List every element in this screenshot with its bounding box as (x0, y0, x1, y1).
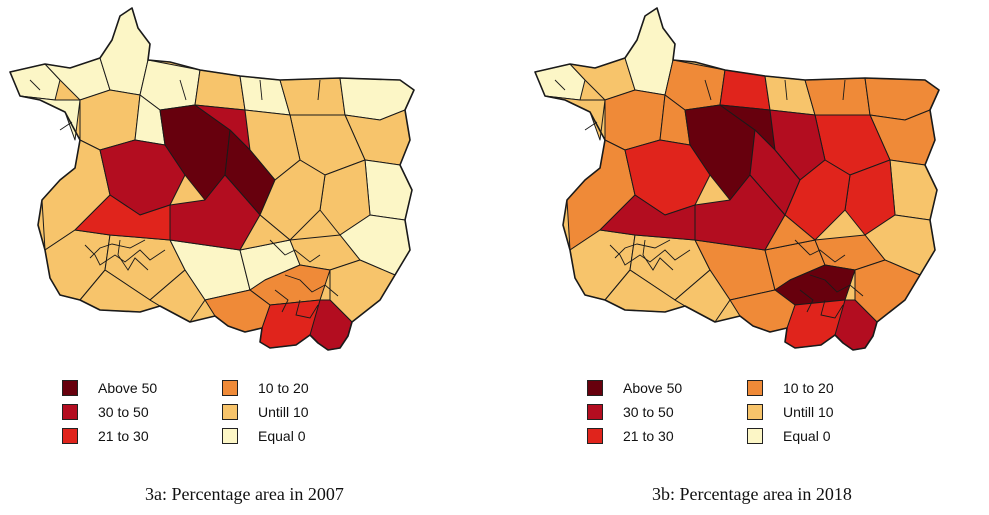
legend-item: 30 to 50 (587, 402, 674, 422)
legend-swatch (747, 404, 763, 420)
legend-swatch (222, 404, 238, 420)
map-caption-2007: 3a: Percentage area in 2007 (145, 484, 344, 504)
municipality-boundary (820, 299, 844, 319)
legend-swatch (62, 404, 78, 420)
municipality-region (764, 214, 816, 251)
municipality-boundary (809, 274, 864, 297)
legend-swatch (587, 380, 603, 396)
municipality-boundary (554, 79, 566, 91)
legend-swatch (747, 380, 763, 396)
legend-swatch (62, 428, 78, 444)
municipality-boundary (842, 79, 846, 101)
legend-swatch (222, 380, 238, 396)
municipality-boundary (642, 239, 674, 271)
legend-item: Above 50 (587, 378, 682, 398)
map-panel-2018: Above 50 30 to 50 21 to 30 10 to 20 Untill 1… (525, 0, 985, 515)
municipality-boundary (89, 239, 146, 259)
legend-item: Untill 10 (747, 402, 834, 422)
map-panel-2007: Above 50 30 to 50 21 to 30 10 to 20 Untill 1… (0, 0, 460, 515)
municipality-boundary (259, 79, 263, 101)
legend-item: 21 to 30 (62, 426, 149, 446)
legend-label: Above 50 (98, 380, 158, 396)
municipality-boundary (59, 121, 73, 131)
municipality-region (544, 95, 606, 141)
legend-label: 30 to 50 (623, 404, 674, 420)
legend-item: 30 to 50 (62, 402, 149, 422)
legend-item: 21 to 30 (587, 426, 674, 446)
legend-swatch (222, 428, 238, 444)
municipality-boundary (614, 239, 671, 259)
municipality-boundary (284, 274, 339, 297)
municipality-boundary (295, 299, 319, 319)
legend-label: Untill 10 (783, 404, 834, 420)
legend-item: 10 to 20 (747, 378, 834, 398)
municipality-region (279, 77, 346, 116)
legend-item: Untill 10 (222, 402, 309, 422)
legend-label: 21 to 30 (98, 428, 149, 444)
municipality-boundary (269, 239, 321, 263)
choropleth-map-2018 (534, 7, 940, 351)
map-caption-2018: 3b: Percentage area in 2018 (652, 484, 852, 504)
legend-swatch (62, 380, 78, 396)
municipality-region (239, 214, 291, 251)
municipality-region (889, 159, 938, 221)
legend-label: 10 to 20 (783, 380, 834, 396)
state-outline (9, 7, 415, 351)
municipality-region (364, 159, 413, 221)
legend-swatch (747, 428, 763, 444)
municipality-boundary (799, 289, 814, 313)
municipality-boundary (29, 79, 41, 91)
map-legend-2007: Above 50 30 to 50 21 to 30 10 to 20 Untill 1… (62, 378, 392, 458)
municipality-boundary (584, 121, 598, 131)
municipality-boundary (117, 239, 149, 271)
legend-item: Equal 0 (222, 426, 305, 446)
legend-label: Equal 0 (783, 428, 831, 444)
municipality-region (804, 77, 871, 116)
legend-label: 21 to 30 (623, 428, 674, 444)
legend-item: 10 to 20 (222, 378, 309, 398)
legend-label: Above 50 (623, 380, 683, 396)
map-legend-2018: Above 50 30 to 50 21 to 30 10 to 20 Untill 1… (587, 378, 917, 458)
legend-label: 30 to 50 (98, 404, 149, 420)
legend-swatch (587, 428, 603, 444)
legend-item: Above 50 (62, 378, 157, 398)
municipality-region (19, 95, 81, 141)
legend-label: Equal 0 (258, 428, 306, 444)
municipality-boundary (317, 79, 321, 101)
state-outline (534, 7, 940, 351)
municipality-boundary (784, 79, 788, 101)
legend-item: Equal 0 (747, 426, 830, 446)
legend-swatch (587, 404, 603, 420)
municipality-boundary (704, 79, 712, 101)
choropleth-map-2007 (9, 7, 415, 351)
legend-label: 10 to 20 (258, 380, 309, 396)
municipality-boundary (794, 239, 846, 263)
legend-label: Untill 10 (258, 404, 309, 420)
municipality-boundary (274, 289, 289, 313)
municipality-boundary (179, 79, 187, 101)
